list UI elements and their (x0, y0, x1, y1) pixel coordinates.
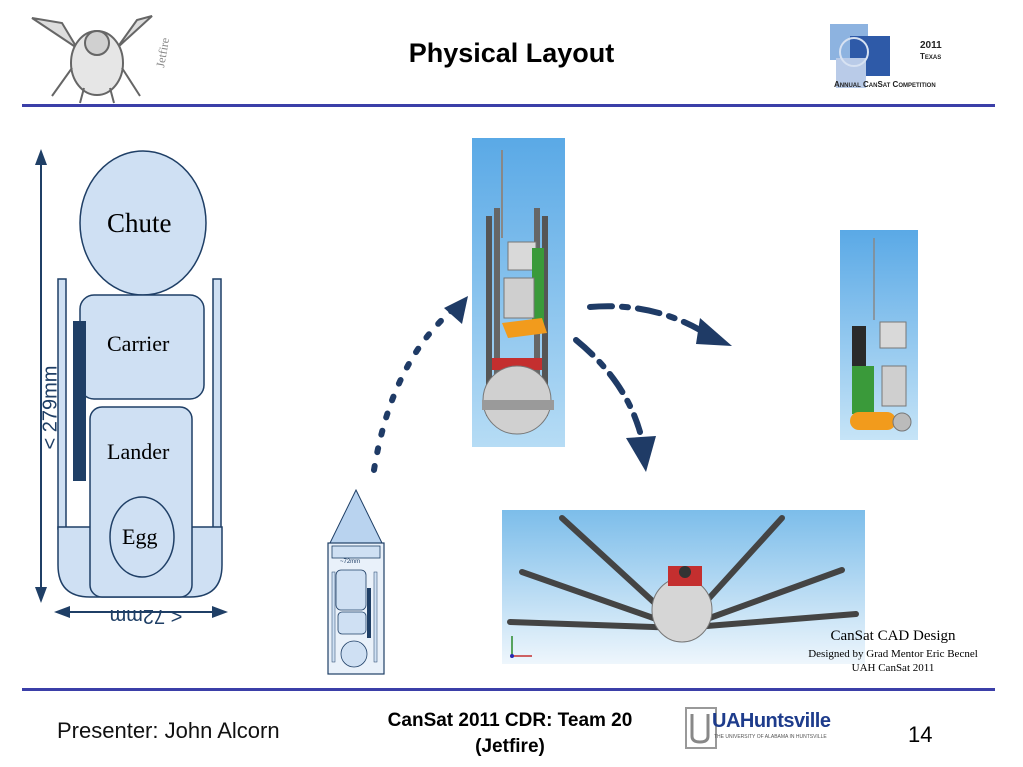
egg-label: Egg (122, 524, 158, 549)
lander-label: Lander (107, 439, 170, 464)
university-logo: UAHuntsville THE UNIVERSITY OF ALABAMA I… (684, 704, 844, 754)
bottom-rule (22, 688, 995, 691)
cad-render-lander (502, 510, 865, 664)
team-label: CanSat 2011 CDR: Team 20 (Jetfire) (355, 708, 665, 760)
university-logo-text: UAHuntsville (712, 710, 831, 732)
competition-name: Annual CanSat Competition (834, 80, 936, 89)
electronics-bar (73, 321, 86, 481)
team-mascot-logo: Jetfire (31, 15, 172, 104)
height-arrow-top (35, 149, 47, 165)
university-logo-subtext: THE UNIVERSITY OF ALABAMA IN HUNTSVILLE (714, 734, 827, 740)
slide-title: Physical Layout (408, 38, 615, 68)
team-label-line2: (Jetfire) (475, 736, 545, 757)
carrier-label: Carrier (107, 331, 170, 356)
cad-caption-designer: Designed by Grad Mentor Eric Becnel (808, 648, 978, 660)
cad-caption-title: CanSat CAD Design (830, 628, 956, 644)
mini-diagram-dimension-label: ~72mm (340, 559, 361, 565)
competition-logo: 2011 Texas Annual CanSat Competition (828, 18, 978, 98)
top-rule (22, 104, 995, 107)
lander-separation-arrow-head (626, 436, 656, 472)
cad-render-carrier (840, 230, 918, 440)
chute-label: Chute (107, 208, 172, 238)
lander-separation-arrow-path (573, 337, 643, 435)
cad-caption-team: UAH CanSat 2011 (851, 662, 935, 674)
egg-section (109, 496, 175, 578)
university-monogram-icon (685, 707, 717, 749)
cad-caption: CanSat CAD Design Designed by Grad Mento… (770, 628, 1016, 674)
ascent-arrow-path (371, 305, 458, 473)
layout-diagram (35, 149, 228, 618)
page-number: 14 (908, 722, 933, 747)
presenter-label: Presenter: John Alcorn (57, 718, 280, 743)
ascent-arrow-head (444, 296, 468, 324)
cad-render-stowed (472, 138, 565, 447)
width-arrow-right (212, 606, 228, 618)
stowed-container-diagram (327, 488, 385, 675)
competition-year: 2011 (920, 40, 942, 51)
carrier-separation-arrow-path (587, 303, 703, 333)
height-arrow-bottom (35, 587, 47, 603)
carrier-separation-arrow-head (696, 318, 732, 346)
team-label-line1: CanSat 2011 CDR: Team 20 (387, 710, 633, 731)
competition-emblem-icon (830, 24, 890, 88)
width-arrow-left (54, 606, 70, 618)
svg-text:Jetfire: Jetfire (153, 37, 172, 69)
axis-triad-icon (510, 636, 532, 658)
competition-state: Texas (920, 52, 942, 61)
